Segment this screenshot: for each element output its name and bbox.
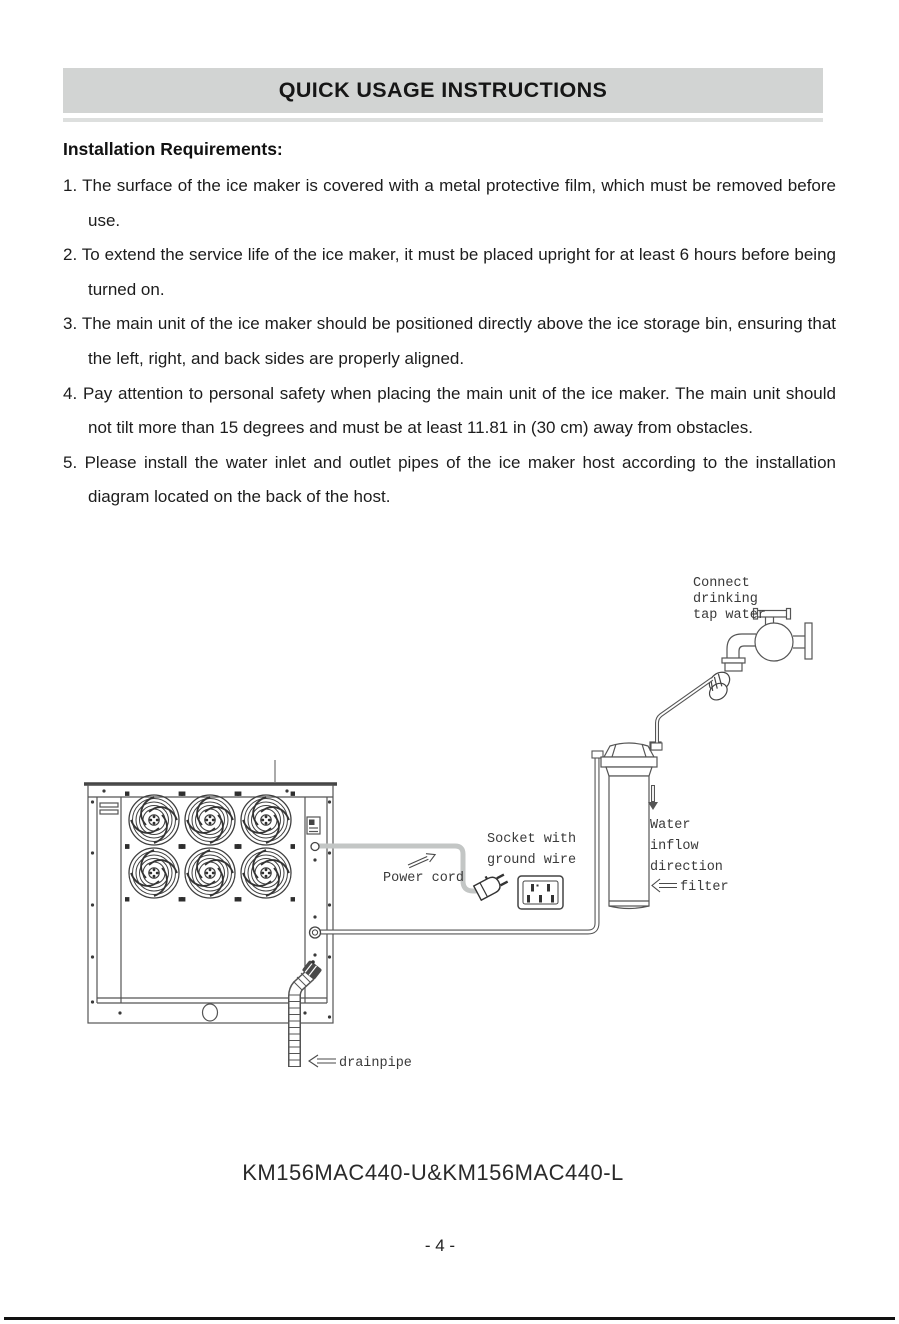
instruction-item-2: 2. To extend the service life of the ice… bbox=[63, 238, 836, 307]
instruction-item-4: 4. Pay attention to personal safety when… bbox=[63, 377, 836, 446]
power-cord-line bbox=[316, 843, 482, 894]
power-port bbox=[310, 841, 320, 852]
item-number: 4. bbox=[63, 383, 78, 403]
inflow-label-line3: direction bbox=[650, 860, 723, 875]
instruction-item-5: 5. Please install the water inlet and ou… bbox=[63, 446, 836, 515]
model-number: KM156MAC440-U&KM156MAC440-L bbox=[242, 1160, 624, 1185]
water-filter bbox=[600, 741, 662, 910]
footer-rule bbox=[4, 1317, 895, 1320]
tap-label-line1: Connect bbox=[693, 576, 750, 591]
socket-label-line2: ground wire bbox=[487, 853, 576, 868]
panel-screws bbox=[90, 789, 332, 1019]
filter-label: filter bbox=[680, 880, 729, 895]
rating-label bbox=[306, 816, 321, 835]
wall-socket bbox=[517, 875, 564, 910]
cooling-fans bbox=[124, 790, 296, 903]
power-cord-label: Power cord bbox=[383, 871, 464, 886]
inflow-label-line2: inflow bbox=[650, 839, 699, 854]
drainpipe-arrow-icon bbox=[308, 1054, 336, 1068]
item-text: The surface of the ice maker is covered … bbox=[82, 176, 836, 230]
hose-connector-nut bbox=[708, 671, 731, 701]
water-inlet-port bbox=[308, 926, 322, 939]
instruction-item-1: 1. The surface of the ice maker is cover… bbox=[63, 169, 836, 238]
instruction-list: 1. The surface of the ice maker is cover… bbox=[63, 169, 836, 515]
socket-label-line1: Socket with bbox=[487, 832, 576, 847]
item-number: 2. bbox=[63, 245, 78, 265]
item-text: The main unit of the ice maker should be… bbox=[81, 314, 836, 368]
tap-label-line2: drinking bbox=[693, 592, 758, 607]
page-header-bar: QUICK USAGE INSTRUCTIONS bbox=[63, 68, 823, 113]
item-number: 3. bbox=[63, 314, 78, 334]
drainpipe-hose bbox=[288, 960, 322, 1067]
filter-arrow-icon bbox=[651, 878, 677, 893]
tap-faucet bbox=[721, 607, 813, 672]
section-heading: Installation Requirements: bbox=[63, 139, 283, 159]
item-number: 1. bbox=[63, 176, 78, 195]
item-number: 5. bbox=[63, 452, 78, 472]
tap-label-line3: tap water bbox=[693, 608, 766, 623]
instruction-item-3: 3. The main unit of the ice maker should… bbox=[63, 307, 836, 376]
page-title: QUICK USAGE INSTRUCTIONS bbox=[278, 78, 608, 102]
water-inflow-arrow-icon bbox=[648, 785, 658, 810]
drain-connector bbox=[302, 960, 322, 980]
installation-diagram: Power cord Socket with ground wire Water bbox=[0, 555, 899, 1085]
inflow-label-line1: Water bbox=[650, 818, 691, 833]
drainpipe-label: drainpipe bbox=[339, 1056, 412, 1071]
power-plug bbox=[472, 873, 509, 902]
item-text: Pay attention to personal safety when pl… bbox=[82, 383, 836, 438]
installation-diagram-svg: Power cord Socket with ground wire Water bbox=[84, 576, 813, 1071]
item-text: To extend the service life of the ice ma… bbox=[81, 245, 836, 299]
item-text: Please install the water inlet and outle… bbox=[84, 452, 836, 507]
page-number: - 4 - bbox=[424, 1236, 456, 1255]
power-cord-arrow-icon bbox=[407, 853, 437, 869]
header-underline bbox=[63, 118, 823, 122]
